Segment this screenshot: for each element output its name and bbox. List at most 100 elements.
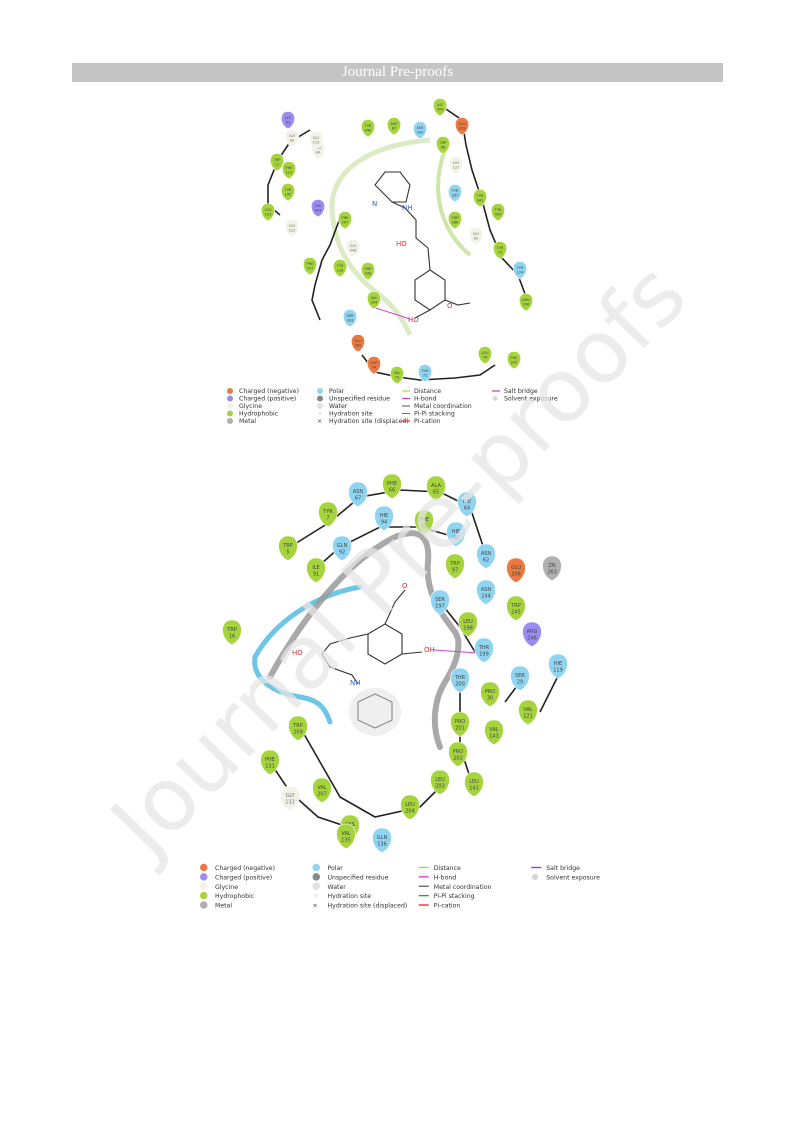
residue-label: SER xyxy=(435,597,445,603)
residue-shape xyxy=(458,611,478,637)
residue-label: 297 xyxy=(307,267,314,271)
residue-label: LEU xyxy=(463,619,473,625)
legend-marker-glycine xyxy=(200,882,208,890)
residue-shape xyxy=(450,667,470,693)
legend-label-water: Water xyxy=(328,884,347,891)
legend-marker-charged_negative xyxy=(227,388,233,394)
residue-label: 91 xyxy=(313,572,319,578)
residue-shape xyxy=(522,621,542,647)
residue-label: 297 xyxy=(342,221,349,225)
legend-label-hbond: H-bond xyxy=(414,396,437,403)
residue-label: 203 xyxy=(435,784,445,790)
residue-label: TRP xyxy=(273,158,282,162)
residue-label: GLY xyxy=(453,161,460,165)
residue-label: GLY xyxy=(289,224,296,228)
residue-label: VAL xyxy=(394,371,401,375)
legend-label-salt: Salt bridge xyxy=(504,388,538,395)
residue-shape xyxy=(303,257,317,276)
legend-label-pication: Pi-cation xyxy=(434,903,461,910)
residue-label: 200 xyxy=(417,131,425,135)
residue-label: 246 xyxy=(527,636,537,642)
residue-label: 199 xyxy=(479,652,489,658)
residue-label: HIE xyxy=(554,661,562,667)
residue-shape xyxy=(448,184,462,203)
residue-label: PRO xyxy=(453,749,463,755)
residue-label: PRO xyxy=(455,719,465,725)
residue-label: TYR xyxy=(496,246,504,250)
residue-label: 337 xyxy=(452,194,459,198)
residue-label: 64 xyxy=(464,506,470,512)
legend-marker-water xyxy=(312,882,320,890)
residue-label: 124 xyxy=(517,271,525,275)
residue-label: 75 xyxy=(423,374,428,378)
legend-label-unspecified: Unspecified residue xyxy=(328,874,389,881)
legend-marker-polar xyxy=(317,388,323,394)
legend-marker-glycine xyxy=(227,403,233,409)
residue-label: LEU xyxy=(265,208,272,212)
residue-shape xyxy=(351,334,365,353)
residue-label: ARG xyxy=(522,298,530,302)
residue-label: 136 xyxy=(377,842,387,848)
legend-label-glycine: Glycine xyxy=(239,403,262,410)
ligand-2-ho-label: HO xyxy=(292,649,303,657)
legend-label-water: Water xyxy=(329,403,348,410)
residue-label: SER xyxy=(416,126,424,130)
residue-label: 82 xyxy=(474,237,479,241)
residue-shape xyxy=(387,117,401,136)
residue-shape xyxy=(361,119,375,138)
legend-label-distance: Distance xyxy=(434,865,461,872)
legend-marker-solvent xyxy=(531,873,539,880)
residue-shape xyxy=(446,521,466,547)
residue-label: TYR xyxy=(364,124,372,128)
residue-shape xyxy=(433,98,447,117)
legend-marker-hydrophobic xyxy=(200,891,208,900)
residue-label: 74 xyxy=(372,366,377,370)
residue-shape xyxy=(448,741,468,767)
residue-label: PHE xyxy=(387,481,397,487)
residue-shape xyxy=(513,261,527,280)
ligand-2-oh-label: OH xyxy=(424,646,435,654)
residue-shape xyxy=(448,211,462,230)
legend-label-polar: Polar xyxy=(328,865,344,872)
residue-label: 448 xyxy=(350,249,358,253)
residue-label: TRP xyxy=(282,543,293,549)
legend-label-polar: Polar xyxy=(329,388,345,395)
residue-shape xyxy=(285,219,299,238)
legend-marker-polar xyxy=(312,863,320,872)
residue-label: 96 xyxy=(453,536,459,542)
residue-shape xyxy=(382,473,402,499)
residue-shape xyxy=(333,259,347,278)
residue-shape xyxy=(281,111,295,130)
residue-label: 446 xyxy=(365,129,373,133)
residue-label: ILE xyxy=(437,103,443,107)
residue-shape xyxy=(436,136,450,155)
residue-label: 121 xyxy=(523,714,533,720)
residue-label: 65 xyxy=(433,490,439,496)
legend-label-metal: Metal xyxy=(215,903,232,910)
residue-label: TYR xyxy=(476,194,484,198)
